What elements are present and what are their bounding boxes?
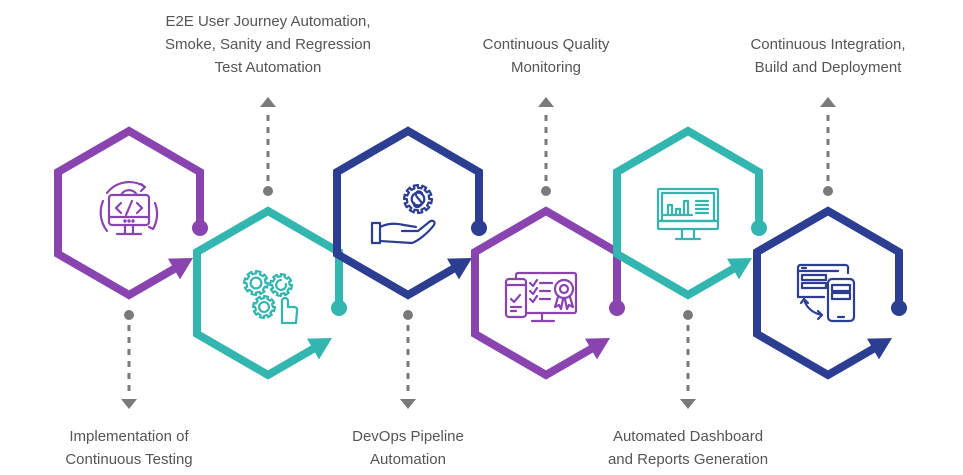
arrow-down-icon	[680, 399, 696, 409]
browser-mobile-sync-icon	[796, 263, 856, 323]
endpoint-dot	[891, 300, 907, 316]
label-line: Continuous Integration,	[750, 36, 906, 53]
step-label-1: Implementation of Continuous Testing	[65, 425, 192, 471]
checklist-certificate-monitor-icon	[504, 271, 578, 323]
arrow-down-icon	[400, 399, 416, 409]
dashed-connector-2	[260, 97, 276, 196]
arrowhead-icon	[306, 338, 333, 360]
label-line: Implementation of	[69, 428, 189, 445]
label-line: Automated Dashboard	[612, 428, 764, 445]
step-hexagon-4	[471, 206, 625, 380]
hexagon-outline	[613, 126, 763, 300]
endpoint-dot	[331, 300, 347, 316]
arrowhead-icon	[866, 338, 893, 360]
label-line: Continuous Testing	[65, 451, 193, 468]
label-line: Smoke, Sanity and Regression	[165, 36, 371, 53]
label-line: Continuous Quality	[482, 36, 610, 53]
label-line: DevOps Pipeline	[352, 428, 464, 445]
label-line: Test Automation	[214, 59, 322, 76]
hand-gear-dollar-icon	[370, 183, 436, 245]
label-line: and Reports Generation	[607, 451, 769, 468]
label-line: Build and Deployment	[754, 59, 902, 76]
label-line: Monitoring	[510, 59, 582, 76]
step-hexagon-5	[613, 126, 767, 300]
hexagon-outline	[54, 126, 204, 300]
endpoint-dot	[471, 220, 487, 236]
arrow-up-icon	[820, 97, 836, 107]
dashed-connector-4	[538, 97, 554, 196]
step-hexagon-3	[333, 126, 487, 300]
arrowhead-icon	[726, 258, 753, 280]
step-hexagon-2	[193, 206, 347, 380]
dashed-connector-6	[820, 97, 836, 196]
hexagon-outline	[333, 126, 483, 300]
code-monitor-cycle-icon	[99, 181, 159, 236]
step-label-6: Continuous Integration, Build and Deploym…	[750, 33, 905, 79]
arrow-down-icon	[121, 399, 137, 409]
arrowhead-icon	[167, 258, 194, 280]
dashed-connector-1	[121, 310, 137, 409]
endpoint-dot	[192, 220, 208, 236]
endpoint-dot	[609, 300, 625, 316]
arrow-up-icon	[260, 97, 276, 107]
hexagon-outline	[753, 206, 903, 380]
step-label-5: Automated Dashboard and Reports Generatio…	[608, 425, 768, 471]
arrowhead-icon	[446, 258, 473, 280]
step-label-2: E2E User Journey Automation, Smoke, Sanit…	[165, 10, 371, 79]
step-hexagon-6	[753, 206, 907, 380]
label-line: Automation	[370, 451, 446, 468]
endpoint-dot	[751, 220, 767, 236]
dashed-connector-3	[400, 310, 416, 409]
label-line: E2E User Journey Automation,	[165, 13, 371, 30]
dashed-connector-5	[680, 310, 696, 409]
dashboard-monitor-icon	[656, 187, 720, 241]
gears-hand-icon	[242, 269, 299, 325]
arrow-up-icon	[538, 97, 554, 107]
arrowhead-icon	[584, 338, 611, 360]
step-hexagon-1	[54, 126, 208, 300]
